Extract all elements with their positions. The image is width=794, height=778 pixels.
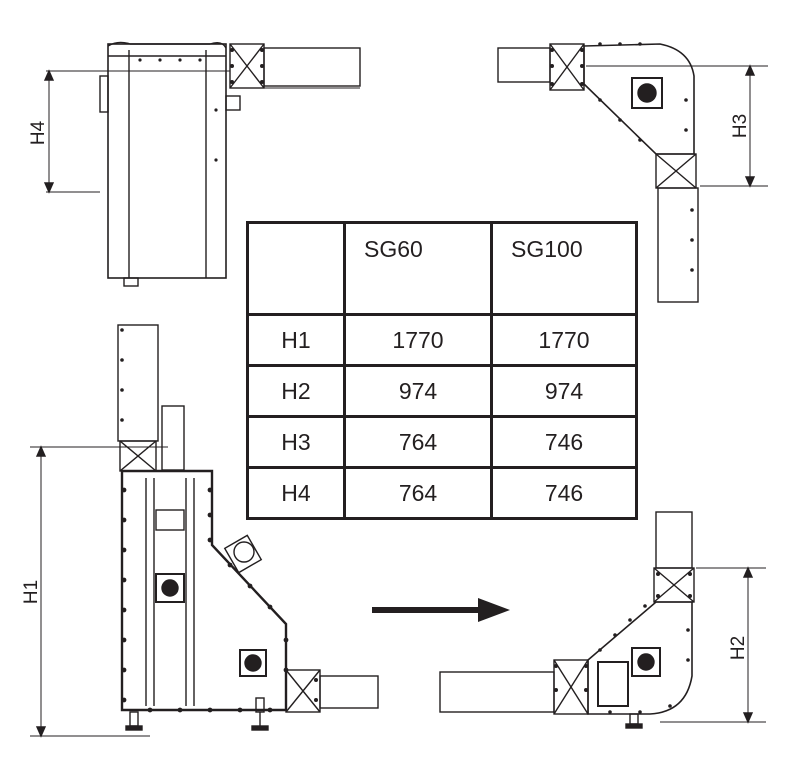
top-right-view <box>497 42 768 303</box>
row-label: H2 <box>246 364 346 418</box>
bottom-right-view <box>439 511 766 729</box>
dimension-label-h2: H2 <box>728 636 749 660</box>
table-cell: 974 <box>490 364 638 418</box>
table-header-cell: SG60 <box>343 221 493 316</box>
motor-flange-icon <box>239 649 267 677</box>
motor-flange-icon <box>631 77 663 109</box>
top-left-view <box>43 41 361 287</box>
motor-flange-icon <box>631 647 661 677</box>
table-cell: 764 <box>343 415 493 469</box>
table-header-row: SG60 SG100 <box>246 221 638 316</box>
table-cell: 974 <box>343 364 493 418</box>
dimension-table: SG60 SG100 H1 1770 1770 H2 974 974 H3 76… <box>246 221 638 520</box>
table-header-cell <box>246 221 346 316</box>
table-row: H4 764 746 <box>246 466 638 520</box>
row-label: H4 <box>246 466 346 520</box>
flow-arrow-icon <box>372 598 510 622</box>
dimension-label-h3: H3 <box>730 114 751 138</box>
table-row: H1 1770 1770 <box>246 313 638 367</box>
table-cell: 1770 <box>490 313 638 367</box>
bottom-left-view <box>30 324 379 738</box>
table-cell: 1770 <box>343 313 493 367</box>
table-cell: 764 <box>343 466 493 520</box>
table-row: H2 974 974 <box>246 364 638 418</box>
table-cell: 746 <box>490 466 638 520</box>
table-cell: 746 <box>490 415 638 469</box>
motor-flange-icon <box>155 573 185 603</box>
table-row: H3 764 746 <box>246 415 638 469</box>
table-header-cell: SG100 <box>490 221 638 316</box>
dimension-label-h1: H1 <box>21 580 42 604</box>
row-label: H1 <box>246 313 346 367</box>
dimension-label-h4: H4 <box>28 120 49 145</box>
row-label: H3 <box>246 415 346 469</box>
